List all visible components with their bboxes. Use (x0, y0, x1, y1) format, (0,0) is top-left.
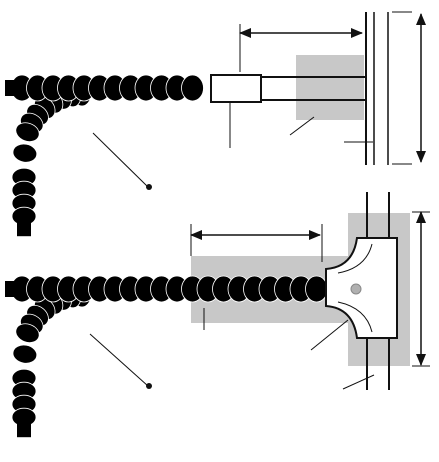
bottom-hose-left-end-stub (5, 281, 17, 297)
bottom-leader-hose (89, 333, 149, 387)
top-segmented-hose (5, 74, 204, 237)
bottom-hose-curve-segment (15, 323, 40, 343)
top-leader-hose (92, 132, 149, 188)
bottom-hose-curve-segment (12, 344, 38, 364)
top-leader-dot (146, 184, 152, 190)
t-manifold-inner-curve-lower (337, 301, 373, 333)
t-manifold-port (350, 283, 362, 295)
top-panel (5, 11, 426, 237)
t-manifold-inner-curve-upper (337, 243, 373, 274)
top-hose-curve-segment (15, 122, 40, 142)
top-hose-curve-segment (12, 143, 38, 163)
top-hose-left-end-stub (5, 80, 17, 96)
bottom-hose-curve-end-stub (17, 421, 31, 438)
top-leader-shade (289, 116, 315, 136)
bottom-leader-tee (310, 319, 349, 351)
top-shaded-region-lower (296, 100, 364, 120)
bottom-segmented-hose (5, 275, 328, 438)
bottom-leader-dot (146, 383, 152, 389)
top-hose-curve-end-stub (17, 220, 31, 237)
bottom-leader-wall (342, 374, 375, 390)
top-fitting (210, 74, 262, 103)
top-hose-straight-segment (181, 74, 204, 102)
bottom-panel (5, 192, 430, 438)
bottom-hose-straight-segment (305, 275, 328, 303)
t-manifold-block (325, 237, 398, 339)
